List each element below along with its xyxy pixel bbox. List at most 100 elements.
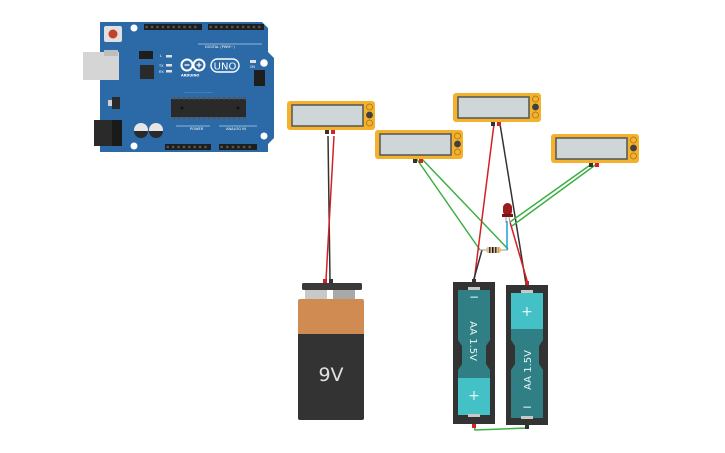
probe-terminal[interactable] xyxy=(497,122,501,126)
header-pin[interactable] xyxy=(178,117,181,120)
header-pin[interactable] xyxy=(242,145,246,149)
header-pin[interactable] xyxy=(203,117,206,120)
header-pin[interactable] xyxy=(258,25,261,29)
mode-voltage-icon[interactable] xyxy=(630,136,637,144)
header-pin[interactable] xyxy=(193,145,196,149)
header-pin[interactable] xyxy=(243,97,246,100)
header-pin[interactable] xyxy=(193,117,196,120)
header-pin[interactable] xyxy=(236,25,239,29)
header-pin[interactable] xyxy=(208,97,211,100)
header-pin[interactable] xyxy=(145,25,148,29)
wire-black[interactable] xyxy=(327,135,331,281)
header-pin[interactable] xyxy=(171,145,175,149)
header-pin[interactable] xyxy=(233,117,236,120)
wire-red[interactable] xyxy=(509,221,529,285)
wire-green[interactable] xyxy=(511,162,599,227)
header-pin[interactable] xyxy=(233,97,236,100)
header-pin[interactable] xyxy=(208,117,211,120)
wire-black[interactable] xyxy=(499,123,527,285)
probe-terminal[interactable] xyxy=(325,130,329,134)
header-pin[interactable] xyxy=(218,117,221,120)
header-pin[interactable] xyxy=(252,25,256,29)
multimeter-1[interactable] xyxy=(287,101,375,134)
header-pin[interactable] xyxy=(173,117,176,120)
digital-header-high[interactable] xyxy=(208,24,264,30)
header-pin[interactable] xyxy=(220,145,223,149)
probe-terminal[interactable] xyxy=(331,130,335,134)
header-pin[interactable] xyxy=(183,117,186,120)
resistor[interactable] xyxy=(480,247,508,253)
header-pin[interactable] xyxy=(225,25,229,29)
probe-terminal[interactable] xyxy=(491,122,495,126)
multimeter-4[interactable] xyxy=(551,134,639,167)
header-pin[interactable] xyxy=(214,25,218,29)
header-pin[interactable] xyxy=(188,145,191,149)
probe-terminal[interactable] xyxy=(419,159,423,163)
mode-resistance-icon[interactable] xyxy=(366,111,373,119)
header-pin[interactable] xyxy=(172,25,175,29)
probe-terminal[interactable] xyxy=(589,163,593,167)
mode-resistance-icon[interactable] xyxy=(454,140,461,148)
header-pin[interactable] xyxy=(203,97,206,100)
header-pin[interactable] xyxy=(228,117,231,120)
wire-red[interactable] xyxy=(325,135,335,281)
header-pin[interactable] xyxy=(193,97,196,100)
header-pin[interactable] xyxy=(204,145,207,149)
wire-green[interactable] xyxy=(415,157,481,251)
header-pin[interactable] xyxy=(226,145,229,149)
aa-battery-holder-1[interactable]: − + AA 1.5V xyxy=(453,282,495,424)
header-pin[interactable] xyxy=(213,117,216,120)
multimeter-2[interactable] xyxy=(375,130,463,163)
header-pin[interactable] xyxy=(194,25,197,29)
header-pin[interactable] xyxy=(198,145,202,149)
header-pin[interactable] xyxy=(161,25,165,29)
wire-green[interactable] xyxy=(509,162,594,223)
aa-battery-holder-2[interactable]: + − AA 1.5V xyxy=(506,285,548,425)
header-pin[interactable] xyxy=(188,25,192,29)
header-pin[interactable] xyxy=(183,25,186,29)
header-pin[interactable] xyxy=(188,97,191,100)
header-pin[interactable] xyxy=(223,117,226,120)
header-pin[interactable] xyxy=(243,117,246,120)
multimeter-3[interactable] xyxy=(453,93,541,126)
header-pin[interactable] xyxy=(177,145,180,149)
header-pin[interactable] xyxy=(231,145,235,149)
led[interactable] xyxy=(502,203,513,224)
header-pin[interactable] xyxy=(150,25,154,29)
header-pin[interactable] xyxy=(178,97,181,100)
mode-current-icon[interactable] xyxy=(454,148,461,156)
mode-voltage-icon[interactable] xyxy=(366,103,373,111)
wire-red[interactable] xyxy=(473,123,495,283)
header-pin[interactable] xyxy=(182,145,186,149)
probe-terminal[interactable] xyxy=(413,159,417,163)
header-pin[interactable] xyxy=(220,25,223,29)
header-pin[interactable] xyxy=(173,97,176,100)
battery-9v[interactable]: 9V xyxy=(298,283,364,420)
header-pin[interactable] xyxy=(241,25,245,29)
mode-voltage-icon[interactable] xyxy=(454,132,461,140)
header-pin[interactable] xyxy=(209,25,212,29)
mode-current-icon[interactable] xyxy=(366,119,373,127)
power-header[interactable] xyxy=(165,144,211,150)
mode-resistance-icon[interactable] xyxy=(532,103,539,111)
header-pin[interactable] xyxy=(247,25,250,29)
header-pin[interactable] xyxy=(237,145,240,149)
header-pin[interactable] xyxy=(183,97,186,100)
header-pin[interactable] xyxy=(248,145,251,149)
header-pin[interactable] xyxy=(213,97,216,100)
header-pin[interactable] xyxy=(198,97,201,100)
mode-voltage-icon[interactable] xyxy=(532,95,539,103)
probe-terminal[interactable] xyxy=(595,163,599,167)
header-pin[interactable] xyxy=(231,25,234,29)
header-pin[interactable] xyxy=(188,117,191,120)
header-pin[interactable] xyxy=(156,25,159,29)
header-pin[interactable] xyxy=(228,97,231,100)
wire-green[interactable] xyxy=(420,157,509,250)
mode-current-icon[interactable] xyxy=(630,152,637,160)
header-pin[interactable] xyxy=(238,97,241,100)
header-pin[interactable] xyxy=(166,145,169,149)
mode-current-icon[interactable] xyxy=(532,111,539,119)
mode-resistance-icon[interactable] xyxy=(630,144,637,152)
header-pin[interactable] xyxy=(198,117,201,120)
